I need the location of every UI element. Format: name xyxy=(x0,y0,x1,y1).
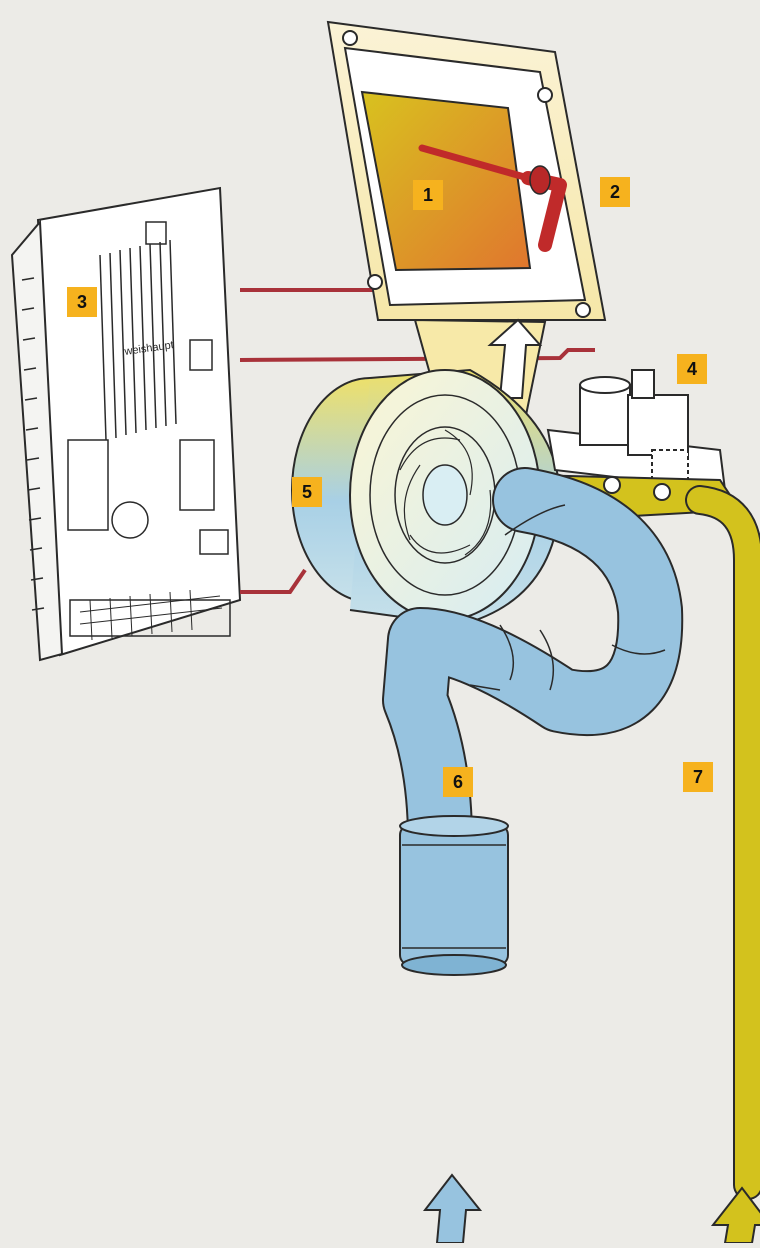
callout-4-gas-valve: 4 xyxy=(677,354,707,384)
callout-5-fan: 5 xyxy=(292,477,322,507)
gas-pipe xyxy=(700,500,748,1185)
callout-2-ignition-electrode: 2 xyxy=(600,177,630,207)
callout-6-air-supply: 6 xyxy=(443,767,473,797)
callout-7-gas-pipe: 7 xyxy=(683,762,713,792)
up-arrow-blue-icon xyxy=(425,1175,480,1243)
control-unit: weishaupt xyxy=(12,188,240,660)
callout-3-control-unit: 3 xyxy=(67,287,97,317)
callout-1-heat-exchanger: 1 xyxy=(413,180,443,210)
